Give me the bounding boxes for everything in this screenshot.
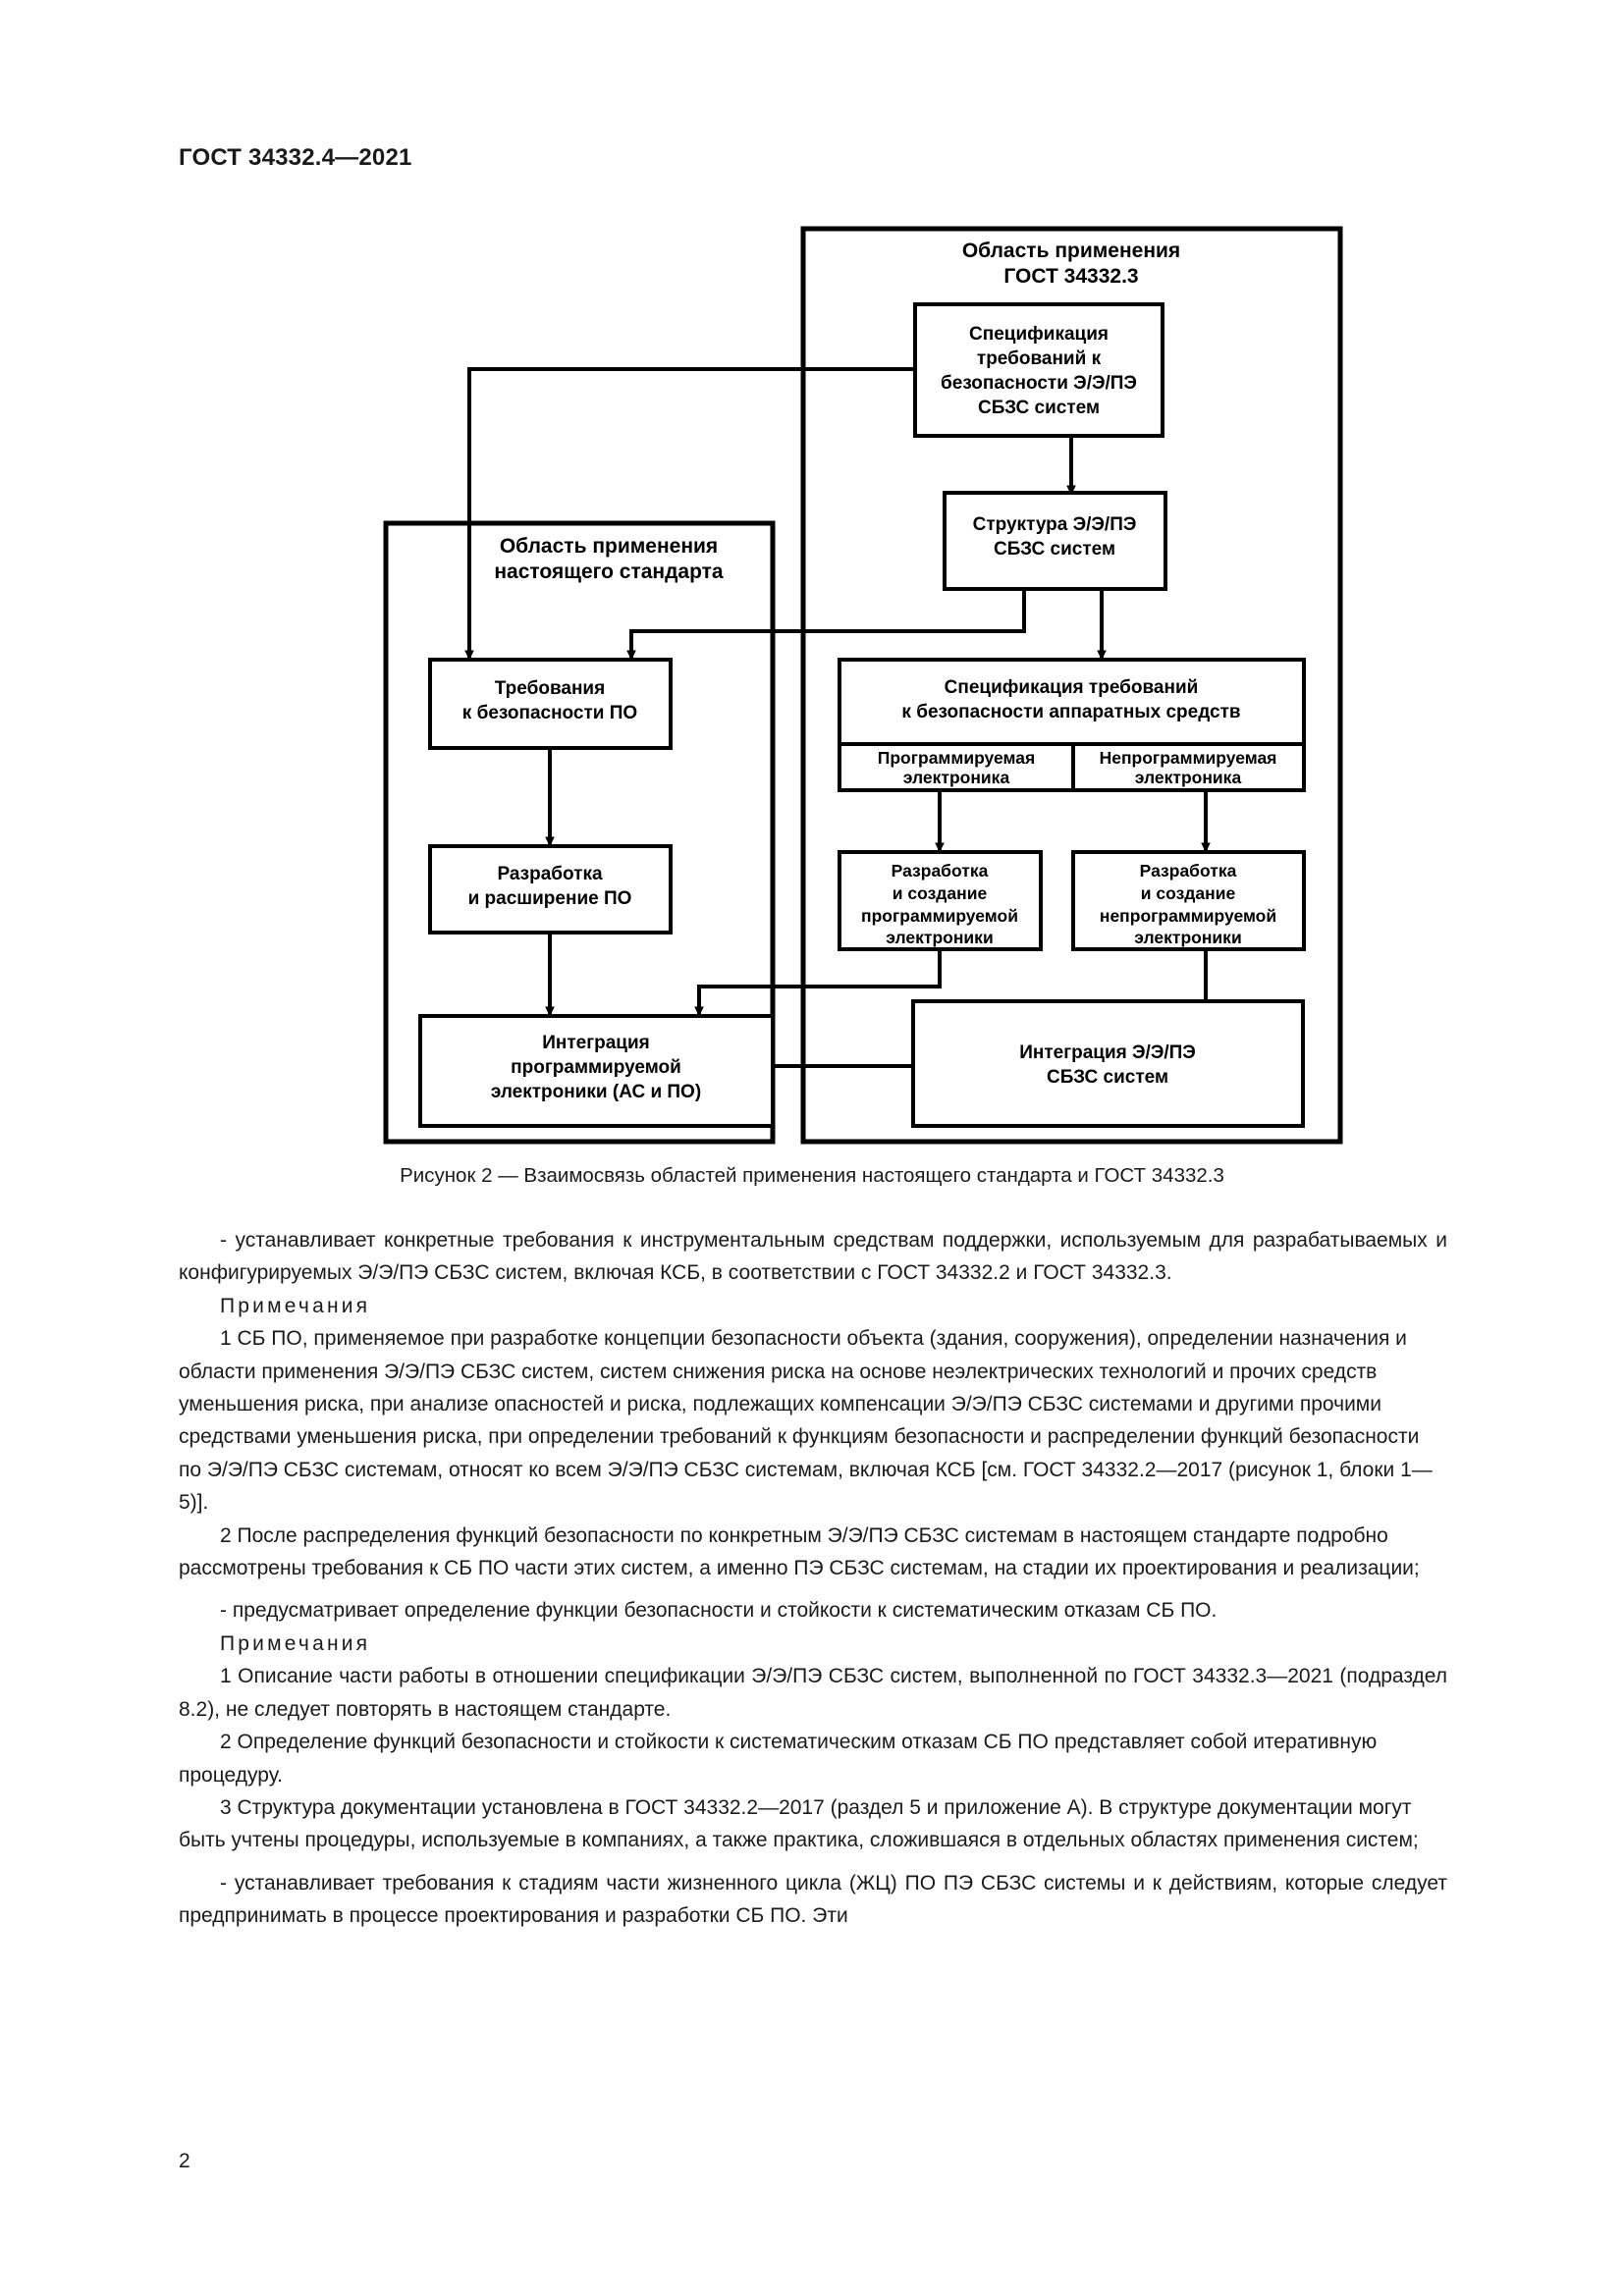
page-number: 2 [179,2150,190,2172]
paragraph-2-text: - предусматривает определение функции бе… [220,1599,1218,1623]
box-line: Разработка [892,861,989,881]
box-line: программируемой [511,1057,681,1078]
box-line: Разработка [1140,861,1237,881]
box-line: программируемой [861,906,1018,926]
box-line: Непрограммируемая [1100,748,1277,768]
page-header: ГОСТ 34332.4—2021 [179,144,412,171]
note-1-1: 1 СБ ПО, применяемое при разработке конц… [179,1322,1447,1519]
diagram-svg: Область применения ГОСТ 34332.3 Область … [383,226,1343,1145]
box-spec-safety-req: Спецификация требований к безопасности Э… [913,302,1164,438]
box-line: электроника [903,768,1010,787]
paragraph-1: - устанавливает конкретные требования к … [179,1224,1447,1290]
box-programmable-electronics: Программируемая электроника [838,742,1075,792]
note-2-1: 1 Описание части работы в отношении спец… [179,1660,1447,1726]
box-line: и расширение ПО [468,888,632,909]
notes-heading-2: Примечания [220,1631,371,1655]
box-integration-systems: Интеграция Э/Э/ПЭ СБЗС систем [911,999,1305,1128]
note-1-1-text: 1 СБ ПО, применяемое при разработке конц… [179,1327,1433,1515]
box-line: Интеграция Э/Э/ПЭ [1019,1042,1196,1063]
box-line: Спецификация требований [945,677,1199,698]
box-line: Программируемая [878,748,1035,768]
note-1-2-text: 2 После распределения функций безопаснос… [179,1523,1420,1580]
body-text: - устанавливает конкретные требования к … [179,1224,1447,1933]
box-line: к безопасности аппаратных средств [901,702,1240,722]
box-line: безопасности Э/Э/ПЭ [941,373,1137,394]
box-line: и создание [1141,883,1236,903]
paragraph-3-text: - устанавливает требования к стадиям час… [179,1871,1447,1928]
box-line: Требования [495,678,605,699]
box-nonprogrammable-electronics: Непрограммируемая электроника [1071,742,1306,792]
figure-2-diagram: Область применения ГОСТ 34332.3 Область … [383,226,1343,1187]
note-2-1-text: 1 Описание части работы в отношении спец… [179,1665,1447,1721]
box-line: СБЗС систем [994,539,1115,560]
notes-heading-1: Примечания [220,1294,371,1317]
figure-caption: Рисунок 2 — Взаимосвязь областей примене… [400,1164,1224,1187]
left-panel-title-line2: настоящего стандарта [494,561,724,583]
box-line: Структура Э/Э/ПЭ [973,514,1137,535]
paragraph-3: - устанавливает требования к стадиям час… [179,1867,1447,1933]
box-line: и создание [893,883,988,903]
box-line: электроники (АС и ПО) [491,1082,701,1102]
note-1-2: 2 После распределения функций безопаснос… [179,1520,1447,1585]
box-line: электроника [1135,768,1242,787]
right-panel-title-line1: Область применения [962,240,1180,262]
box-structure-systems: Структура Э/Э/ПЭ СБЗС систем [943,491,1167,591]
paragraph-1-text: - устанавливает конкретные требования к … [179,1229,1447,1285]
paragraph-2: - предусматривает определение функции бе… [179,1594,1447,1627]
box-hardware-spec: Спецификация требований к безопасности а… [838,658,1306,746]
left-scope-panel [383,520,776,1145]
note-2-3-text: 3 Структура документации установлена в Г… [179,1795,1419,1852]
note-2-2-text: 2 Определение функций безопасности и сто… [179,1731,1378,1787]
right-scope-panel [800,226,1343,1145]
box-dev-programmable: Разработка и создание программируемой эл… [838,850,1043,951]
box-software-dev: Разработка и расширение ПО [428,844,673,934]
right-panel-title-line2: ГОСТ 34332.3 [1003,265,1138,288]
box-line: Интеграция [542,1033,650,1053]
box-line: Разработка [497,864,603,884]
box-line: СБЗС систем [1047,1067,1168,1088]
box-line: к безопасности ПО [462,703,637,723]
box-line: требований к [977,348,1102,369]
box-dev-nonprogrammable: Разработка и создание непрограммируемой … [1071,850,1306,951]
box-line: непрограммируемой [1100,906,1276,926]
box-line: электроники [1134,928,1241,947]
box-line: электроники [886,928,993,947]
left-panel-title-line1: Область применения [500,535,718,558]
box-line: Спецификация [969,324,1109,345]
box-integration-pe: Интеграция программируемой электроники (… [418,1014,775,1128]
box-line: СБЗС систем [978,398,1100,418]
box-software-safety-req: Требования к безопасности ПО [428,658,673,750]
note-2-3: 3 Структура документации установлена в Г… [179,1791,1447,1857]
note-2-2: 2 Определение функций безопасности и сто… [179,1726,1447,1791]
